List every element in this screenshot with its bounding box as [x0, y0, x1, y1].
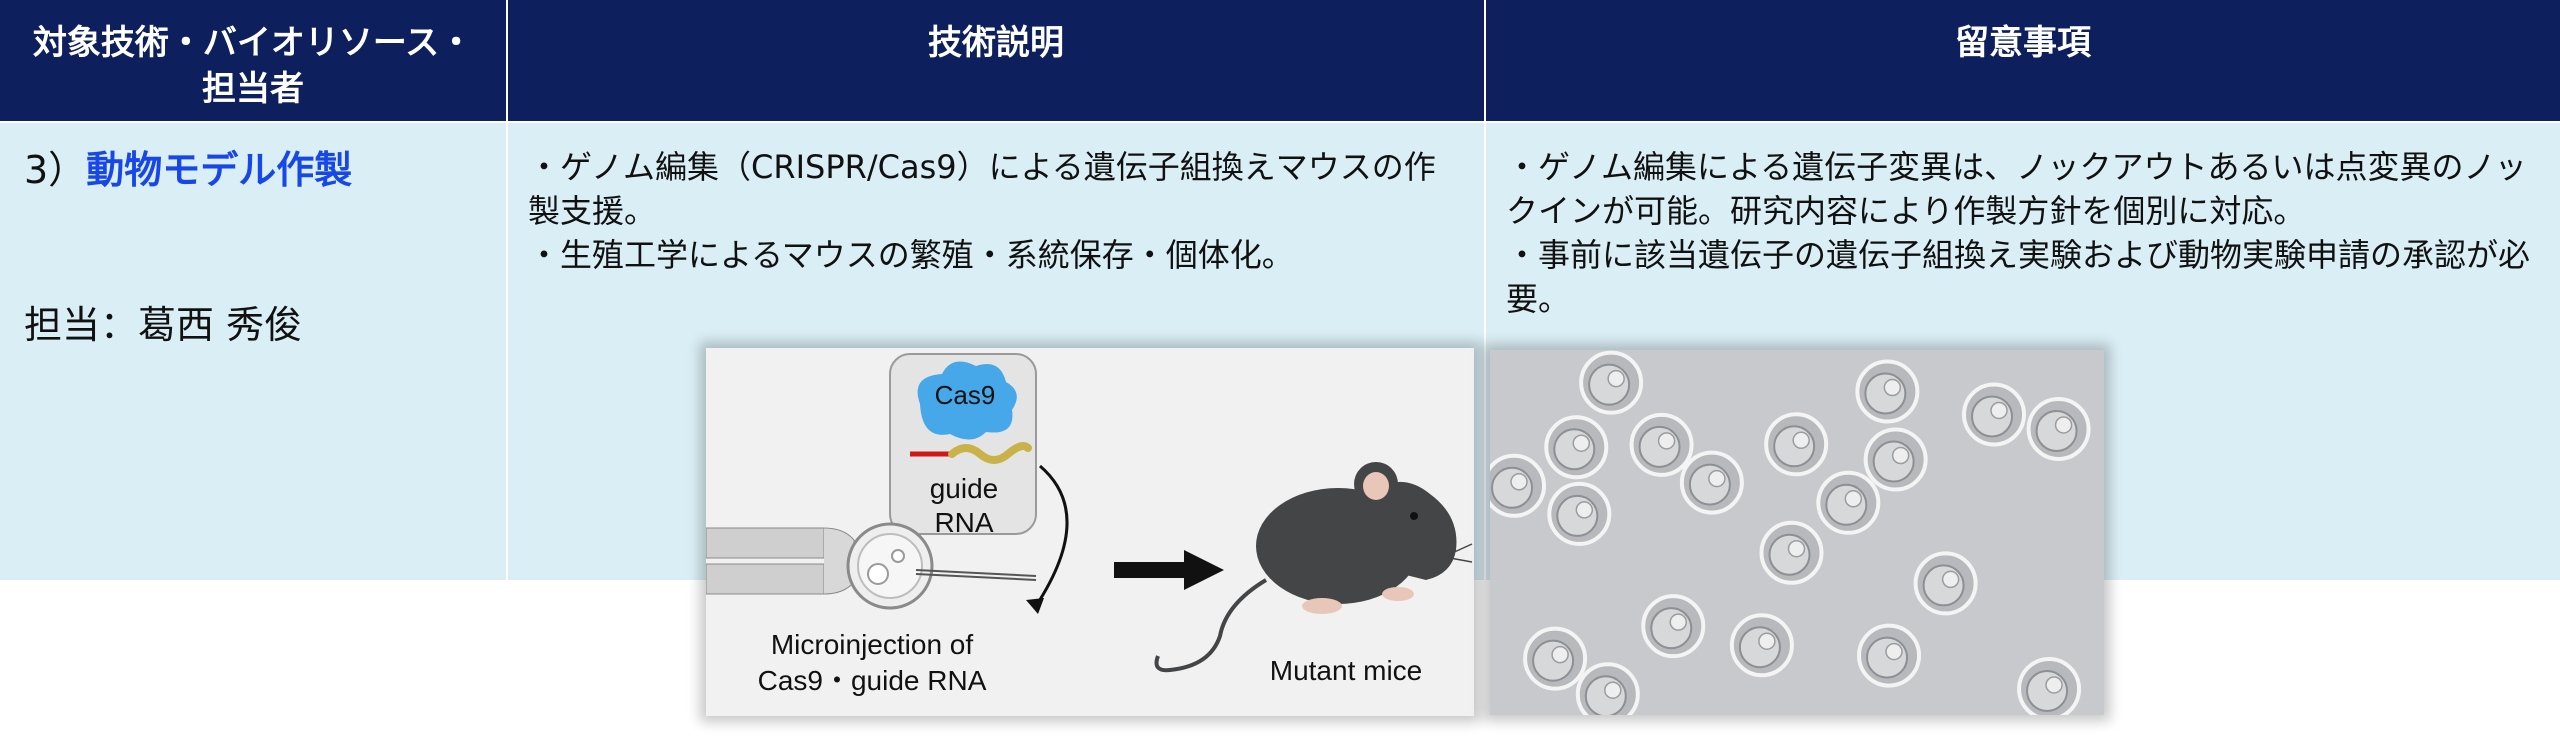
arrow-head-icon — [1026, 598, 1044, 614]
header-target: 対象技術・バイオリソース・担当者 — [0, 0, 506, 121]
embryo-photo-illustration — [1490, 350, 2091, 715]
injection-label-line1: Microinjection of — [770, 629, 974, 660]
embryo-photo — [1490, 350, 2104, 715]
embryo-cell — [1729, 613, 1794, 678]
description-line: ・ゲノム編集（CRISPR/Cas9）による遺伝子組換えマウスの作製支援。 — [528, 148, 1436, 230]
guide-rna-icon — [948, 442, 1032, 464]
embryo-cell — [1547, 481, 1612, 546]
charge-name: 葛西 秀俊 — [138, 303, 303, 347]
embryo-cell — [1544, 415, 1609, 480]
charge-label: 担当： — [24, 303, 139, 347]
row-divider — [0, 121, 2560, 123]
cas9-label: guide RNA — [929, 473, 999, 538]
injection-needle-icon — [915, 569, 1037, 577]
embryo-cell — [1523, 626, 1588, 691]
right-arrow-icon — [1114, 562, 1184, 578]
cas9-icon — [917, 361, 1017, 440]
embryo-cell — [1913, 551, 1978, 616]
embryo-cell — [1962, 382, 2027, 447]
embryo-cell — [1679, 450, 1744, 515]
embryo-cell — [1759, 520, 1824, 585]
column-divider — [506, 0, 508, 580]
microinjection-illustration — [706, 353, 1473, 673]
item-heading: 3）動物モデル作製 — [24, 145, 482, 195]
header-notes: 留意事項 — [1486, 0, 2560, 121]
header-description: 技術説明 — [508, 0, 1484, 121]
embryo-cell — [1857, 623, 1922, 688]
embryo-cell — [1641, 594, 1706, 659]
cell-target: 3）動物モデル作製 担当：葛西 秀俊 — [0, 123, 506, 580]
embryo-cell — [1579, 350, 1644, 415]
cas9-text: Cas9 — [934, 380, 996, 410]
injection-label-line2: Cas9・guide RNA — [757, 665, 987, 696]
embryo-cell — [1490, 453, 1547, 518]
mutant-mice-label: Mutant mice — [1269, 655, 1423, 686]
person-in-charge: 担当：葛西 秀俊 — [24, 300, 302, 350]
embryo-cell — [2026, 396, 2091, 461]
embryo-cell — [1575, 662, 1640, 715]
column-divider — [1484, 0, 1486, 580]
item-title: 動物モデル作製 — [86, 148, 353, 192]
notes-line: ・ゲノム編集による遺伝子変異は、ノックアウトあるいは点変異のノックインが可能。研… — [1506, 148, 2527, 230]
holding-pipette-icon — [706, 527, 825, 559]
description-line: ・生殖工学によるマウスの繁殖・系統保存・個体化。 — [528, 236, 1294, 274]
microinjection-figure: guide RNA Cas9 Microinjection of Cas9・gu… — [706, 348, 1474, 716]
embryo-cell — [1629, 412, 1694, 477]
embryo-cell — [1863, 427, 1928, 492]
embryo-cell — [2017, 656, 2082, 715]
embryo-cell — [1855, 359, 1920, 424]
embryo-cell — [1816, 470, 1881, 535]
mouse-icon — [1154, 462, 1473, 673]
curved-arrow-icon — [1034, 464, 1069, 607]
notes-line: ・事前に該当遺伝子の遺伝子組換え実験および動物実験申請の承認が必要。 — [1506, 236, 2531, 318]
item-number: 3） — [24, 148, 87, 192]
embryo-cell — [1764, 412, 1829, 477]
